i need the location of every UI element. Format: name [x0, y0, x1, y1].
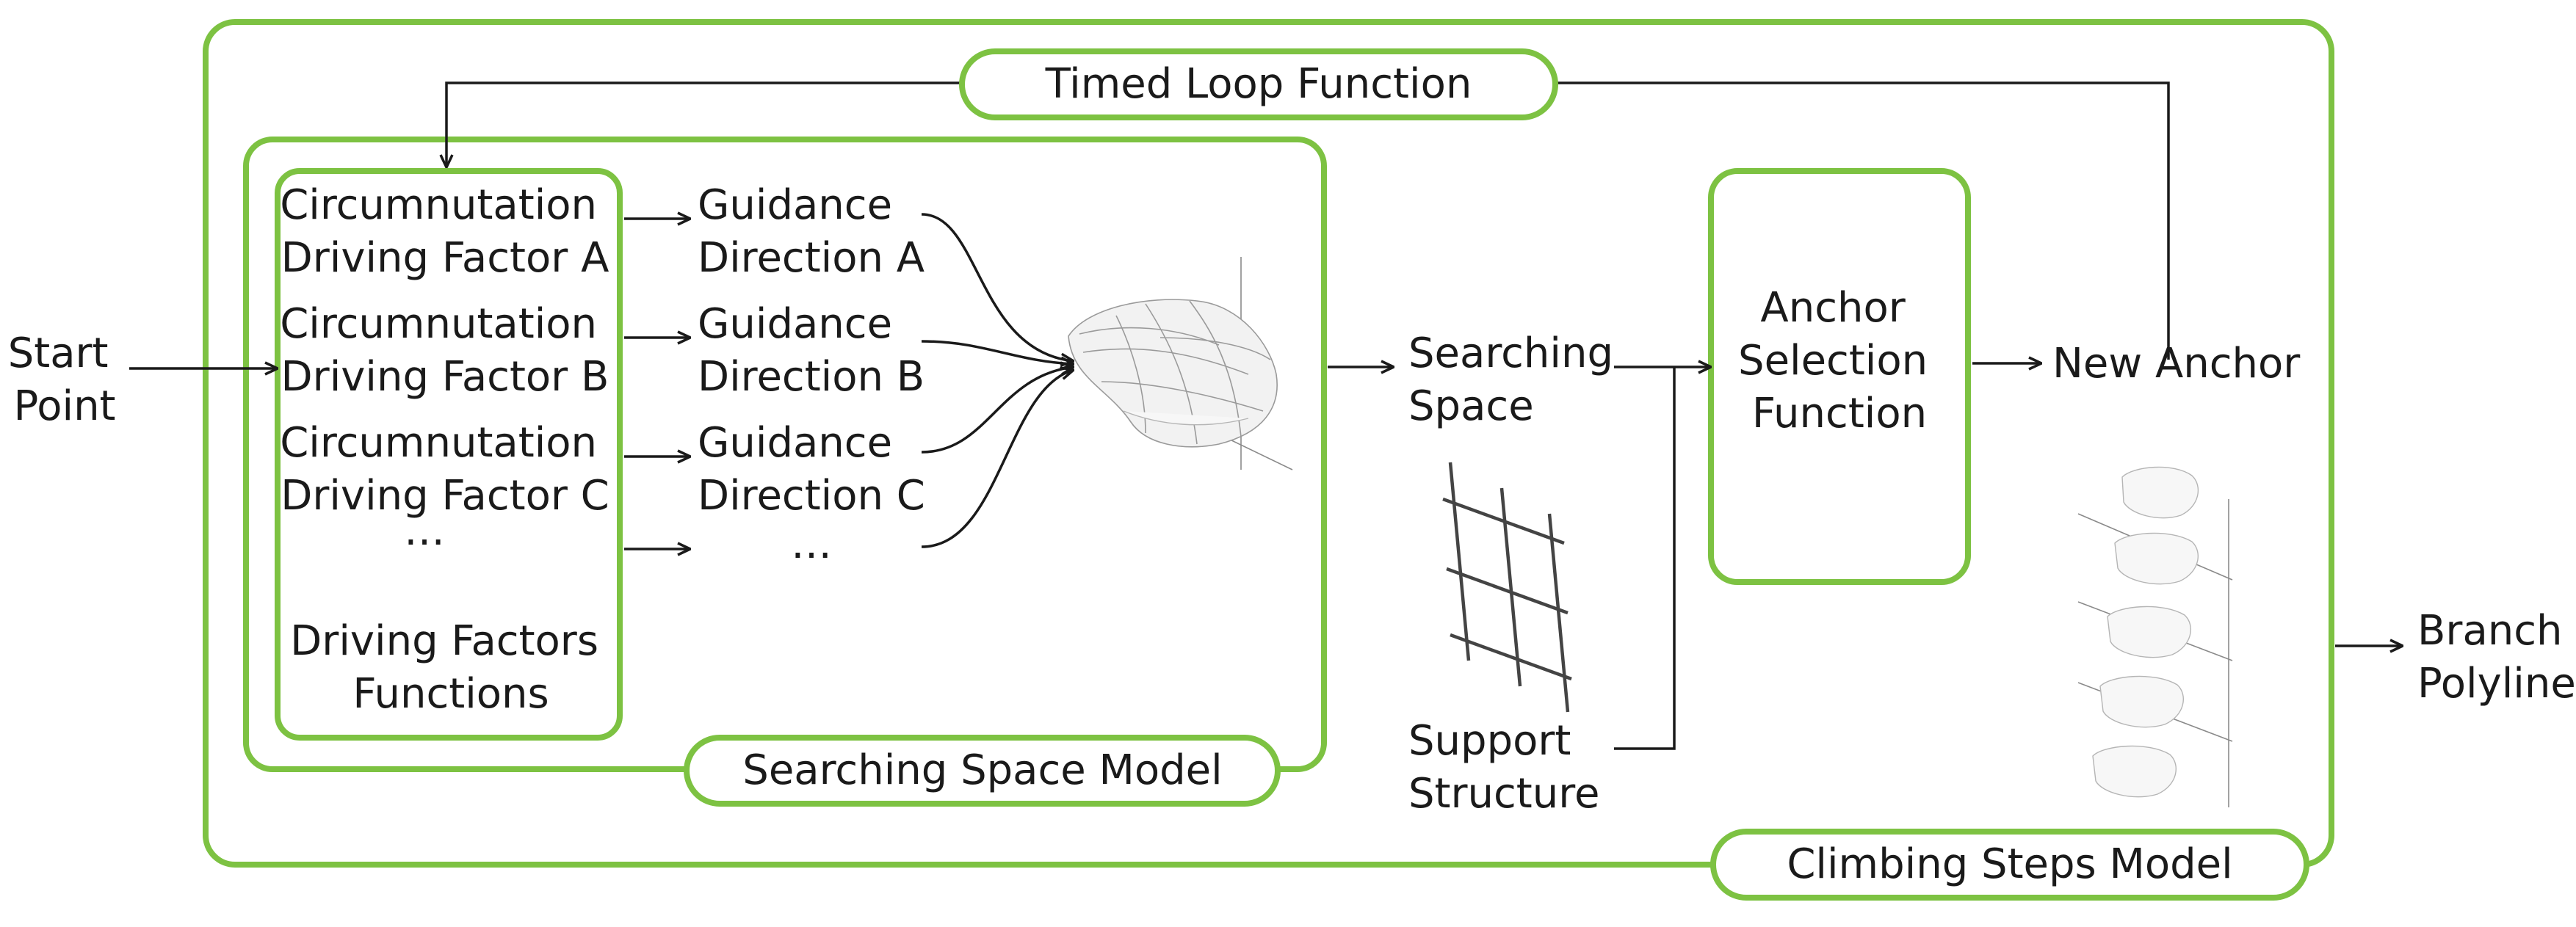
driving-factor-b-line2: Driving Factor B [281, 353, 609, 401]
searching-space-model-pill [684, 735, 1281, 807]
driving-factor-c-line2: Driving Factor C [281, 472, 609, 520]
guidance-b: Guidance Direction B [698, 300, 925, 401]
guidance-a: Guidance Direction A [698, 181, 925, 282]
driving-factor-a-line2: Driving Factor A [281, 234, 609, 282]
anchor-selection-label: Anchor Selection Function [1738, 284, 1941, 437]
searching-space-label: Searching Space [1408, 330, 1627, 430]
driving-factor-c: Circumnutation Driving Factor C [280, 419, 610, 520]
guidance-c: Guidance Direction C [698, 419, 925, 520]
climbing-steps-model-pill [1710, 829, 2309, 901]
merge-bracket [1614, 367, 1711, 750]
curve-guidance-ellipsis [921, 370, 1074, 548]
support-grid-icon [1442, 462, 1572, 713]
curve-guidance-b [921, 340, 1074, 364]
guidance-ellipsis: … [791, 520, 832, 568]
driving-factor-a-line1: Circumnutation [280, 181, 597, 229]
driving-factor-ellipsis: … [404, 507, 445, 555]
driving-factor-c-line1: Circumnutation [280, 419, 597, 467]
searching-space-model-label: Searching Space Model [742, 746, 1222, 794]
driving-factors-box [275, 168, 623, 741]
svg-text:Circumnutation Driving F: Circumnutation Driving Factor B [280, 300, 610, 401]
climbing-steps-mesh-icon [2077, 466, 2233, 807]
searching-space-mesh-icon [1068, 257, 1293, 470]
driving-factor-b: Circumnutation Driving Factor B [280, 300, 610, 401]
timed-loop-label: Timed Loop Function [1045, 60, 1472, 108]
curve-guidance-c [921, 367, 1074, 454]
support-structure-label: Support Structure [1408, 717, 1600, 818]
driving-factor-b-line1: Circumnutation [280, 300, 597, 348]
branch-polyline-label: Branch Polyline [2417, 607, 2576, 708]
svg-text:Circumnutation Driving F: Circumnutation Driving Factor C [280, 419, 610, 520]
climbing-steps-model-label: Climbing Steps Model [1787, 840, 2232, 888]
start-point-label: Start Point [8, 330, 122, 430]
curve-guidance-a [921, 213, 1074, 361]
driving-factors-caption: Driving Factors Functions [290, 617, 612, 718]
svg-text:Circumnutation Driving F: Circumnutation Driving Factor A [280, 181, 610, 282]
driving-factor-a: Circumnutation Driving Factor A [280, 181, 610, 282]
timed-loop-pill [959, 48, 1558, 120]
new-anchor-label: New Anchor [2052, 340, 2301, 388]
